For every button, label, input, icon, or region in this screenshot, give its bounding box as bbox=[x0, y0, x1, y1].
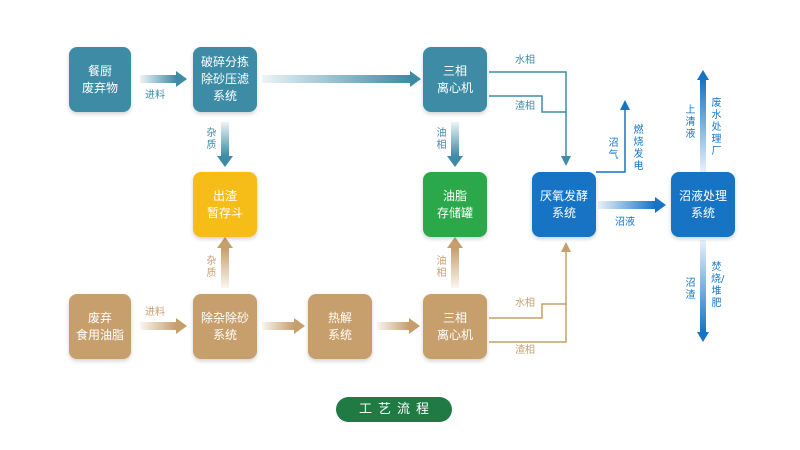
line-top-water-slag bbox=[489, 71, 567, 158]
label-oil-phase-bottom: 油相 bbox=[436, 256, 447, 279]
node-pyrolysis: 热解 系统 bbox=[308, 294, 372, 359]
arrow-biogas-power bbox=[596, 100, 630, 173]
label-burn-compost: 焚烧/堆肥 bbox=[711, 262, 725, 309]
label-slag-phase-bottom: 渣相 bbox=[515, 345, 535, 356]
label-biogas-residue: 沼渣 bbox=[685, 278, 696, 301]
node-biogas-liquid: 沼液处理 系统 bbox=[671, 172, 735, 237]
arrow-centrifuge-to-oiltank bbox=[447, 122, 463, 167]
node-kitchen-waste-label: 餐厨 废弃物 bbox=[81, 63, 118, 95]
node-waste-oil-label: 废弃 食用油脂 bbox=[75, 310, 124, 342]
node-centrifuge-bottom: 三相 离心机 bbox=[423, 294, 487, 359]
node-pyrolysis-label: 热解 系统 bbox=[327, 310, 352, 342]
label-water-phase-bottom: 水相 bbox=[515, 298, 535, 309]
node-impurity-removal-label: 除杂除砂 系统 bbox=[200, 310, 249, 342]
node-crush-system-label: 破碎分拣 除砂压滤 系统 bbox=[200, 55, 249, 103]
label-feed-top: 进料 bbox=[145, 90, 165, 101]
node-waste-oil: 废弃 食用油脂 bbox=[69, 294, 131, 359]
label-water-phase-top: 水相 bbox=[515, 55, 535, 66]
node-kitchen-waste: 餐厨 废弃物 bbox=[69, 47, 131, 112]
label-biogas-liquid-flow: 沼液 bbox=[615, 217, 635, 228]
arrow-crush-to-slag bbox=[217, 122, 233, 167]
arrow-oil-to-impurity bbox=[140, 318, 187, 334]
node-crush-system: 破碎分拣 除砂压滤 系统 bbox=[193, 47, 257, 112]
node-centrifuge-bottom-label: 三相 离心机 bbox=[436, 310, 473, 342]
node-anaerobic: 厌氧发酵 系统 bbox=[532, 172, 596, 237]
label-impurity-top: 杂质 bbox=[206, 128, 217, 151]
node-slag-hopper: 出渣 暂存斗 bbox=[193, 172, 257, 237]
arrow-impurity-to-slag bbox=[217, 237, 233, 288]
label-impurity-bottom: 杂质 bbox=[206, 256, 217, 279]
label-clear-liquid: 上清液 bbox=[685, 105, 696, 140]
label-feed-bottom: 进料 bbox=[145, 307, 165, 318]
arrow-residue-down bbox=[697, 240, 709, 342]
node-centrifuge-top-label: 三相 离心机 bbox=[436, 63, 473, 95]
label-oil-phase-top: 油相 bbox=[436, 128, 447, 151]
node-centrifuge-top: 三相 离心机 bbox=[423, 47, 487, 112]
arrowhead-top-to-anaerobic bbox=[561, 156, 571, 166]
arrow-anaerobic-to-liquid bbox=[598, 197, 666, 213]
label-wastewater-plant: 废水处理厂 bbox=[711, 98, 722, 157]
node-anaerobic-label: 厌氧发酵 系统 bbox=[539, 188, 588, 220]
arrow-impurity-to-pyrolysis bbox=[262, 318, 305, 334]
line-bottom-water-slag bbox=[489, 250, 567, 343]
arrow-crush-to-centrifuge bbox=[262, 71, 421, 87]
node-slag-hopper-label: 出渣 暂存斗 bbox=[206, 188, 243, 220]
label-slag-phase-top: 渣相 bbox=[515, 101, 535, 112]
arrow-centrifuge-to-oiltank-bottom bbox=[447, 237, 463, 288]
node-impurity-removal: 除杂除砂 系统 bbox=[193, 294, 257, 359]
node-biogas-liquid-label: 沼液处理 系统 bbox=[678, 188, 727, 220]
label-power-gen: 燃烧发电 bbox=[633, 125, 644, 172]
label-biogas: 沼气 bbox=[608, 138, 619, 161]
arrow-clear-liquid-up bbox=[697, 70, 709, 172]
node-oil-tank: 油脂 存储罐 bbox=[423, 172, 487, 237]
node-oil-tank-label: 油脂 存储罐 bbox=[436, 188, 473, 220]
arrowhead-bottom-to-anaerobic bbox=[561, 242, 571, 252]
arrow-pyrolysis-to-centrifuge bbox=[377, 318, 420, 334]
arrow-kitchen-to-crush bbox=[140, 71, 187, 87]
diagram-title: 工艺流程 bbox=[336, 397, 452, 422]
